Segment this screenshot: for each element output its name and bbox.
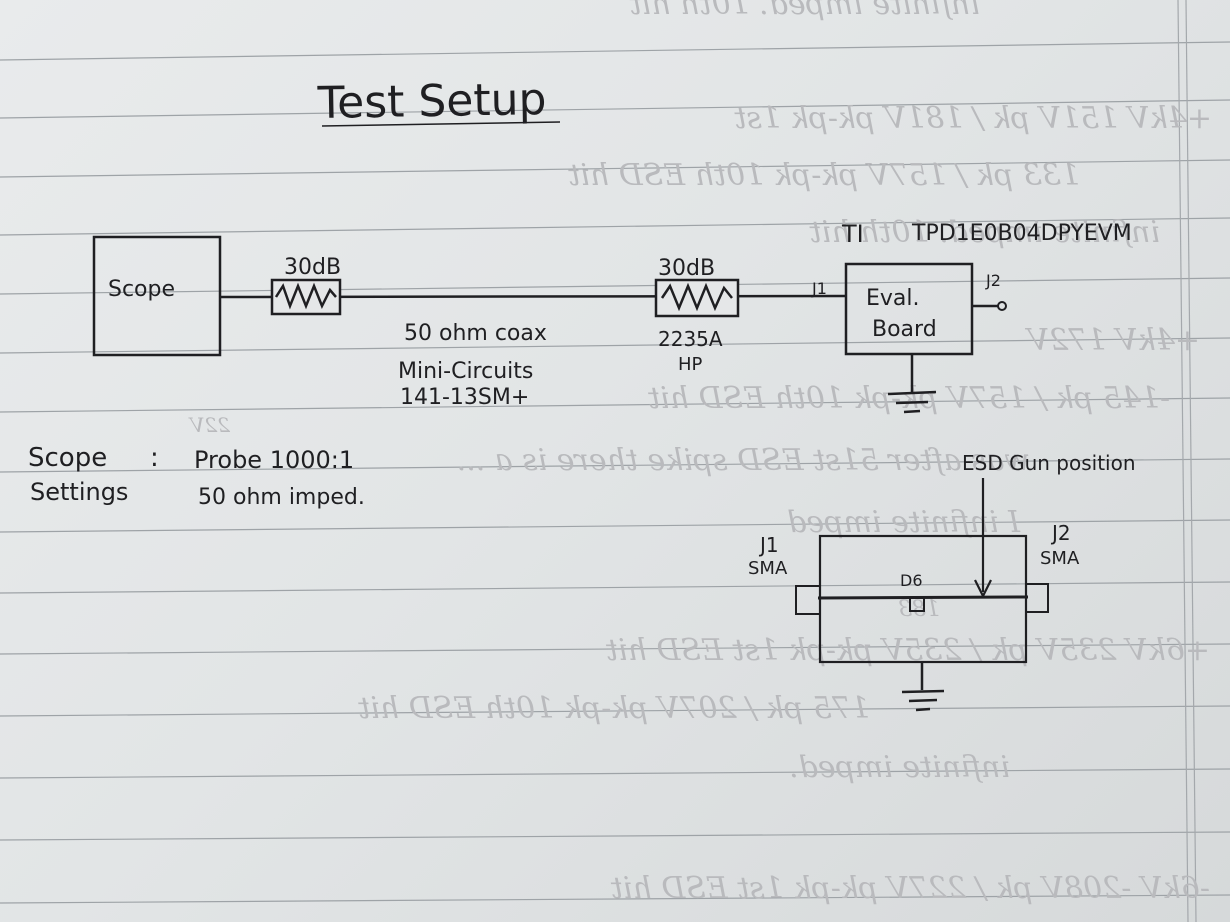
esd-j2-label: J2 bbox=[1050, 521, 1071, 545]
attenuator-left-value: 30dB bbox=[284, 255, 341, 280]
esd-j1-type: SMA bbox=[748, 558, 788, 579]
esd-gun-position-label: ESD Gun position bbox=[962, 451, 1136, 475]
bleed-through-text: infinite imped. 10th hit +4kV 151V pk / … bbox=[188, 0, 1212, 906]
ghost-row2: 133 pk / 157V pk-pk 10th ESD hit bbox=[567, 158, 1080, 193]
eval-board-label-line2: Board bbox=[872, 317, 937, 342]
ghost-row5: -145 pk / 157V pk-pk 10th ESD hit bbox=[647, 381, 1170, 416]
title-underline bbox=[321, 121, 561, 127]
attenuator-right-maker: HP bbox=[678, 354, 703, 375]
ghost-row4: +4kV 172V bbox=[1024, 323, 1200, 358]
esd-gun-arrow-head bbox=[974, 579, 992, 599]
ghost-row11: 175 pk / 207V pk-pk 10th ESD hit bbox=[357, 691, 870, 726]
diode-d6-label: D6 bbox=[900, 571, 923, 590]
page-title: Test Setup bbox=[316, 74, 547, 129]
evm-part-number: TPD1E0B04DPYEVM bbox=[911, 221, 1132, 246]
diode-d6-pad bbox=[909, 597, 925, 612]
esd-j1-label: J1 bbox=[758, 533, 779, 557]
scope-label: Scope bbox=[108, 277, 175, 302]
j2-terminal bbox=[997, 301, 1007, 311]
ghost-row8: I infinite imped bbox=[787, 505, 1021, 540]
sma-connector-left bbox=[795, 585, 821, 615]
eval-board-label-line1: Eval. bbox=[866, 286, 920, 311]
resistor-left-symbol bbox=[274, 282, 337, 310]
ghost-row7: was after 51st ESD spike there is a ... bbox=[457, 443, 1030, 478]
esd-ground-symbol bbox=[901, 662, 945, 712]
device-label: TI bbox=[841, 220, 864, 248]
eval-board-box bbox=[844, 262, 974, 356]
scope-settings-label2: Settings bbox=[30, 478, 128, 506]
eval-board-j1: J1 bbox=[811, 279, 827, 298]
coax-label: 50 ohm coax bbox=[404, 321, 547, 346]
ghost-row3: infinite imped. 10th hit bbox=[809, 215, 1160, 250]
ghost-row13: -6kV -208V pk / 227V pk-pk 1st ESD hit bbox=[610, 871, 1210, 906]
ruled-lines bbox=[0, 41, 1230, 904]
coax-part-number: 141-13SM+ bbox=[400, 385, 529, 410]
ghost-top: infinite imped. 10th hit bbox=[629, 0, 980, 22]
esd-j2-type: SMA bbox=[1040, 548, 1080, 569]
eval-board-j2: J2 bbox=[985, 271, 1001, 290]
ghost-row6: 22V bbox=[188, 413, 231, 437]
scope-settings-colon: : bbox=[150, 443, 159, 473]
attenuator-right-model: 2235A bbox=[658, 327, 723, 351]
attenuator-right-value: 30dB bbox=[658, 256, 715, 281]
sma-connector-right bbox=[1025, 583, 1049, 613]
margin-lines bbox=[1177, 0, 1197, 922]
ghost-row1: +4kV 151V pk / 181V pk-pk 1st bbox=[734, 101, 1212, 136]
ghost-row9: 183 bbox=[898, 597, 940, 622]
ghost-row12: infinite imped. bbox=[789, 750, 1010, 785]
probe-ratio: Probe 1000:1 bbox=[194, 446, 354, 474]
eval-ground-symbol bbox=[887, 354, 937, 414]
resistor-right-symbol bbox=[660, 282, 733, 312]
coax-manufacturer: Mini-Circuits bbox=[398, 359, 533, 384]
scope-settings-label: Scope bbox=[28, 443, 107, 473]
scope-impedance: 50 ohm imped. bbox=[198, 485, 365, 510]
